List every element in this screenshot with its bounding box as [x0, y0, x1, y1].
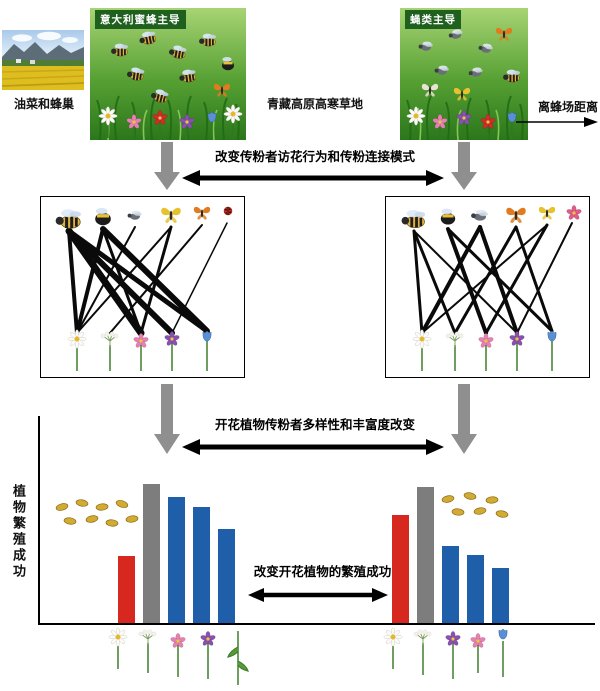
ladybug-icon — [223, 206, 233, 216]
daisy-icon — [406, 106, 426, 126]
reproduction-annotation: 改变开花植物的繁殖成功 — [253, 564, 392, 579]
bar-left-3 — [168, 497, 185, 623]
bar-left-1 — [118, 556, 135, 623]
daisy-icon — [108, 627, 128, 647]
down-block-arrow — [451, 142, 477, 190]
behavior-double-arrow — [182, 170, 444, 186]
down-block-arrow — [154, 384, 180, 454]
bar-chart — [38, 416, 595, 625]
seed-cluster-left — [55, 498, 139, 528]
seed-cluster-right — [441, 491, 509, 519]
y-axis-label: 植物繁殖成功 — [10, 484, 25, 580]
x-axis-flowers-right — [383, 627, 508, 679]
pollination-network-left — [40, 196, 245, 378]
bumblebee-icon — [440, 208, 456, 225]
grassland-caption: 青藏高原高寒草地 — [266, 97, 363, 111]
blue-flower-icon — [507, 111, 517, 123]
daisy-icon — [98, 106, 118, 126]
mountain-ridge — [2, 42, 84, 62]
bar-left-4 — [193, 507, 210, 623]
fly-icon — [471, 209, 489, 221]
bar-right-4 — [467, 555, 484, 623]
umbel-flower-icon — [138, 629, 157, 646]
honeybee-meadow-panel: 意大利蜜蜂主导 — [90, 8, 246, 140]
blue-flower-icon — [207, 111, 217, 123]
blue-flower-icon — [547, 330, 557, 342]
daisy-icon — [67, 329, 87, 349]
x-axis-flowers-left — [108, 627, 249, 685]
distance-axis-label: 离蜂场距离 — [537, 100, 598, 114]
down-block-arrow — [154, 142, 180, 190]
distance-axis-arrow — [516, 117, 598, 127]
butterfly-icon — [506, 207, 526, 223]
butterfly-icon — [538, 206, 556, 220]
umbel-flower-icon — [413, 629, 432, 646]
reproduction-double-arrow — [248, 588, 388, 602]
bar-right-2 — [417, 487, 434, 623]
diversity-double-arrow — [182, 439, 444, 455]
daisy-icon — [412, 329, 432, 349]
bar-right-3 — [442, 546, 459, 623]
behavior-annotation: 改变传粉者访花行为和传粉连接模式 — [214, 149, 415, 164]
pink-flower-icon — [565, 204, 583, 221]
network-links — [65, 222, 228, 337]
blue-flower-icon — [202, 330, 212, 342]
blue-flower-icon — [498, 628, 508, 640]
photo-caption: 油菜和蜂巢 — [13, 97, 74, 111]
bar-left-5 — [218, 529, 235, 623]
bar-left-2 — [143, 484, 160, 623]
flower-stems — [421, 341, 553, 371]
honeybee-panel-label: 意大利蜜蜂主导 — [95, 10, 186, 29]
bar-group-right — [392, 473, 517, 623]
fly-icon — [127, 210, 142, 220]
butterfly-icon — [161, 207, 181, 223]
down-block-arrow — [451, 384, 477, 454]
bee-icon — [54, 208, 82, 230]
bar-right-5 — [492, 568, 509, 623]
fly-panel-label: 蝇类主导 — [405, 10, 461, 29]
daisy-icon — [223, 104, 243, 124]
network-links — [412, 222, 573, 335]
bee-icon — [400, 209, 426, 229]
pollination-network-right — [385, 196, 590, 378]
bumblebee-icon — [95, 207, 111, 226]
umbel-flower-icon — [100, 331, 119, 348]
fly-meadow-panel: 蝇类主导 — [400, 8, 528, 140]
daisy-icon — [383, 627, 403, 647]
butterfly-icon — [193, 206, 211, 220]
rapeseed-apiary-photo — [1, 30, 85, 90]
diversity-annotation: 开花植物传粉者多样性和丰富度改变 — [214, 417, 415, 432]
bar-right-1 — [392, 515, 409, 623]
bar-group-left — [118, 473, 243, 623]
